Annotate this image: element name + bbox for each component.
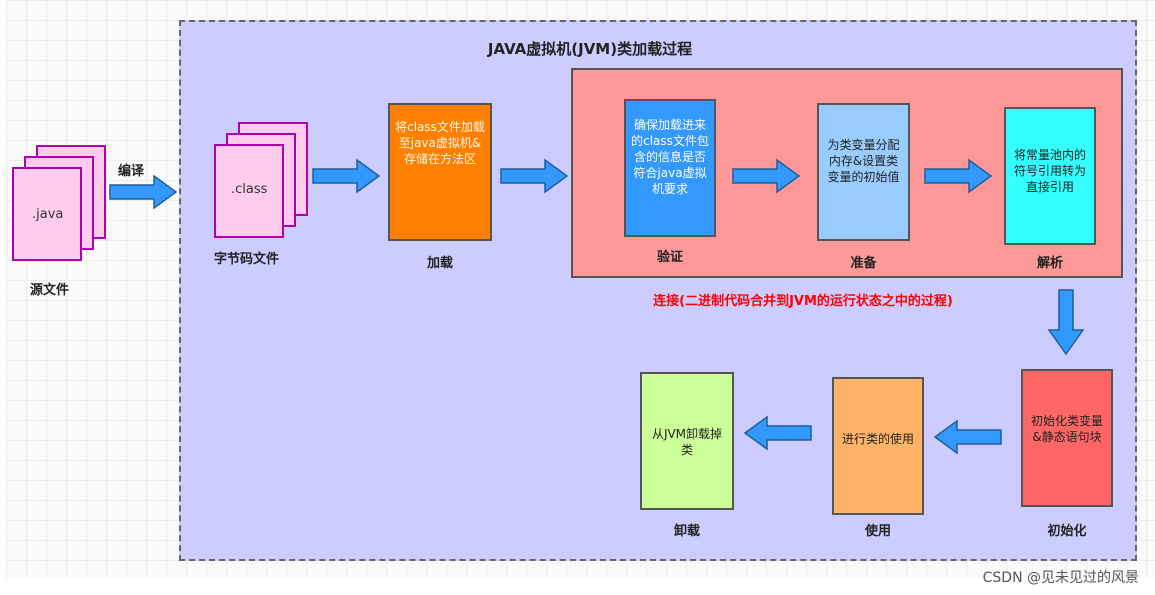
init-label: 初始化 — [1047, 524, 1087, 539]
load-text: 将class文件加载至java虚拟机&存储在方法区 — [395, 120, 485, 166]
unload-box: 从JVM卸载掉类 — [640, 372, 734, 510]
verify-box: 确保加载进来的class文件包含的信息是否符合java虚拟机要求 — [624, 99, 716, 237]
bytecode-to-load-arrow — [312, 158, 381, 194]
source-file-icon: .java — [12, 167, 82, 261]
load-label: 加载 — [426, 256, 453, 271]
unload-label: 卸载 — [673, 524, 700, 539]
bytecode-file-icon: .class — [214, 144, 284, 238]
bytecode-file-label: 字节码文件 — [214, 252, 280, 267]
use-box: 进行类的使用 — [832, 377, 924, 515]
unload-text: 从JVM卸载掉类 — [651, 427, 723, 457]
source-file-label: 源文件 — [30, 283, 70, 298]
resolve-box: 将常量池内的符号引用转为直接引用 — [1004, 107, 1096, 245]
source-file-text: .java — [32, 207, 64, 222]
use-to-unload-arrow — [743, 415, 812, 451]
verify-label: 验证 — [656, 250, 683, 265]
resolve-label: 解析 — [1036, 256, 1063, 271]
load-box: 将class文件加载至java虚拟机&存储在方法区 — [388, 103, 492, 241]
prepare-box: 为类变量分配内存&设置类变量的初始值 — [817, 103, 910, 241]
verify-to-prepare-arrow — [732, 158, 801, 194]
load-to-linking-arrow — [500, 158, 569, 194]
prepare-text: 为类变量分配内存&设置类变量的初始值 — [827, 138, 900, 184]
resolve-text: 将常量池内的符号引用转为直接引用 — [1013, 148, 1086, 194]
use-label: 使用 — [864, 524, 891, 539]
prepare-label: 准备 — [850, 256, 877, 271]
compile-arrow — [109, 174, 178, 210]
use-text: 进行类的使用 — [841, 432, 914, 446]
init-text: 初始化类变量&静态语句块 — [1030, 414, 1103, 444]
prepare-to-resolve-arrow — [924, 158, 993, 194]
verify-text: 确保加载进来的class文件包含的信息是否符合java虚拟机要求 — [631, 118, 709, 196]
init-to-use-arrow — [933, 419, 1002, 455]
linking-label: 连接(二进制代码合并到JVM的运行状态之中的过程) — [653, 294, 953, 309]
bytecode-file-text: .class — [231, 182, 268, 197]
linking-to-init-arrow — [1047, 289, 1085, 356]
init-box: 初始化类变量&静态语句块 — [1021, 369, 1113, 507]
diagram-title: JAVA虚拟机(JVM)类加载过程 — [487, 40, 693, 58]
compile-label: 编译 — [118, 164, 145, 179]
watermark: CSDN @见未见过的风景 — [982, 570, 1139, 586]
